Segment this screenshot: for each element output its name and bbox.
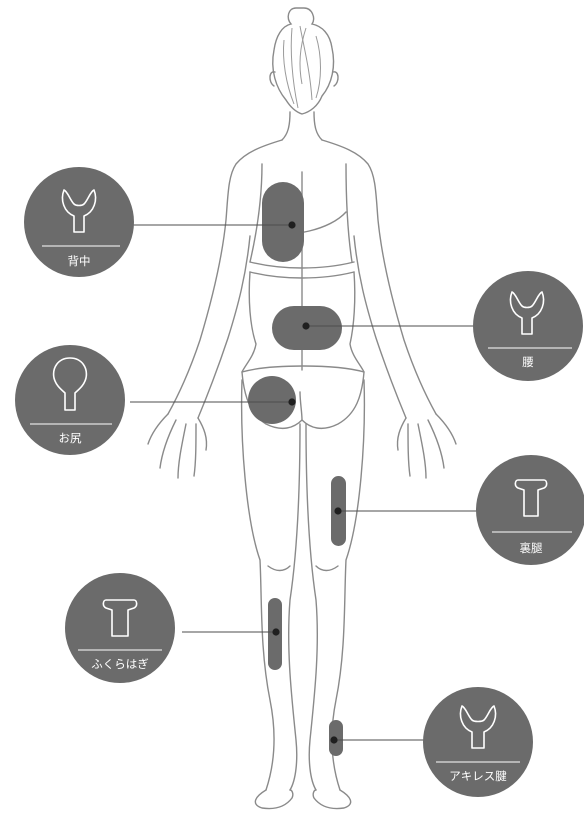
callout-label-lower-back: 腰 bbox=[522, 355, 534, 369]
callout-label-upper-back: 背中 bbox=[68, 254, 91, 268]
callout-upper-back: 背中 bbox=[24, 167, 134, 277]
callout-achilles: アキレス腱 bbox=[423, 687, 533, 797]
zone-upper-back bbox=[262, 182, 304, 262]
callout-calf: ふくらはぎ bbox=[65, 573, 175, 683]
callout-label-calf: ふくらはぎ bbox=[91, 657, 149, 671]
leader-lines bbox=[130, 221, 482, 743]
zone-buttocks bbox=[248, 376, 296, 424]
body-figure bbox=[148, 8, 456, 809]
callout-label-achilles: アキレス腱 bbox=[449, 769, 507, 783]
callout-buttocks: お尻 bbox=[15, 345, 125, 455]
callout-lower-back: 腰 bbox=[473, 271, 583, 381]
callout-hamstring: 裏腿 bbox=[476, 455, 584, 565]
callout-label-buttocks: お尻 bbox=[59, 431, 82, 445]
callout-label-hamstring: 裏腿 bbox=[520, 541, 543, 555]
